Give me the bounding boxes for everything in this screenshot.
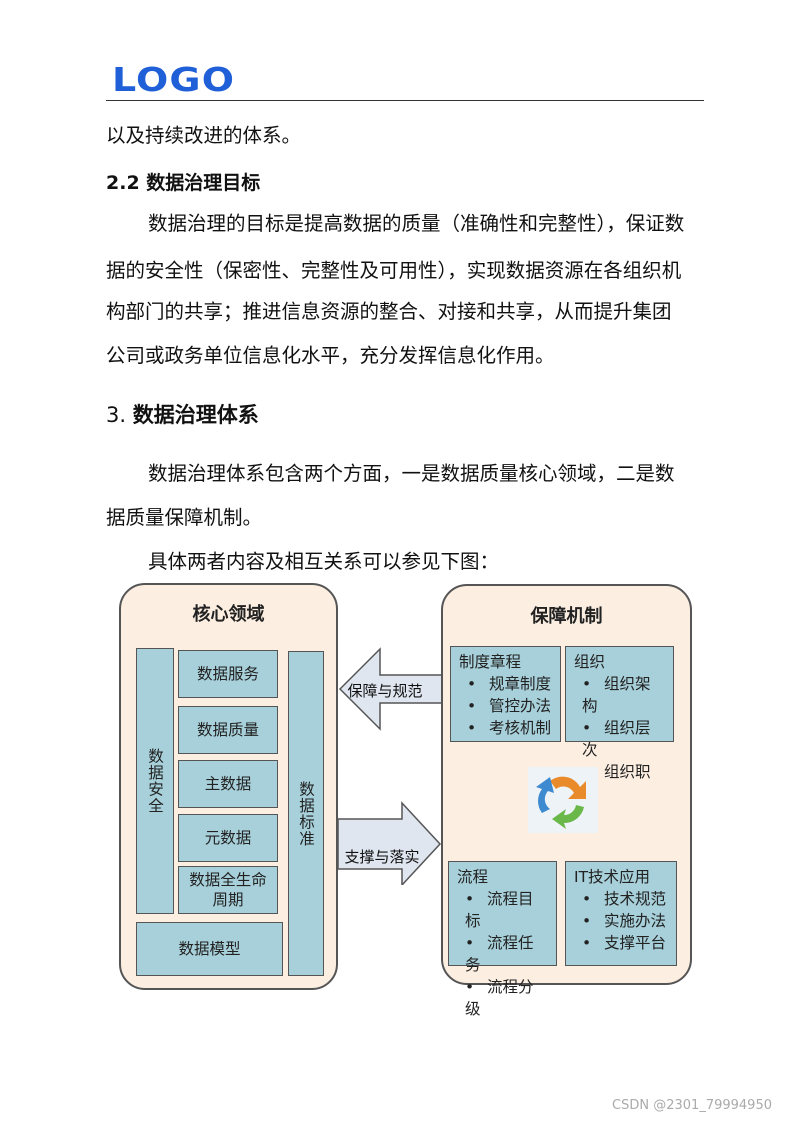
para1-line1: 数据治理的目标是提高数据的质量（准确性和完整性），保证数 bbox=[148, 212, 685, 235]
core-domain-title: 核心领域 bbox=[192, 604, 265, 625]
org-item: 组织层次 bbox=[574, 717, 665, 761]
meta-data-cell: 元数据 bbox=[178, 814, 278, 862]
logo: LOGO bbox=[112, 60, 236, 99]
section-heading-2-2: 2.2 数据治理目标 bbox=[106, 172, 261, 194]
para2-line1: 数据治理体系包含两个方面，一是数据质量核心领域，二是数 bbox=[148, 462, 675, 485]
data-quality-cell: 数据质量 bbox=[178, 706, 278, 754]
arrow-right-shape bbox=[337, 801, 442, 885]
cycle-arrows-icon bbox=[528, 767, 598, 833]
para1-line3: 构部门的共享；推进信息资源的整合、对接和共享，从而提升集团 bbox=[106, 300, 672, 323]
watermark: CSDN @2301_79994950 bbox=[612, 1098, 772, 1113]
para1-line4: 公司或政务单位信息化水平，充分发挥信息化作用。 bbox=[106, 344, 555, 367]
lifecycle-cell: 数据全生命周期 bbox=[178, 866, 278, 914]
master-data-cell: 主数据 bbox=[178, 760, 278, 808]
para3: 具体两者内容及相互关系可以参见下图： bbox=[148, 550, 500, 573]
org-item: 组织架构 bbox=[574, 673, 665, 717]
rules-item: 规章制度 bbox=[459, 673, 552, 695]
data-service-cell: 数据服务 bbox=[178, 650, 278, 698]
org-title: 组织 bbox=[574, 653, 606, 671]
it-item: 技术规范 bbox=[574, 888, 668, 910]
guarantee-title: 保障机制 bbox=[530, 606, 603, 627]
header-divider bbox=[106, 100, 704, 101]
process-item: 流程任务 bbox=[457, 932, 548, 976]
it-item: 支撑平台 bbox=[574, 932, 668, 954]
data-security-cell: 数据安全 bbox=[136, 648, 174, 914]
relation-arrows bbox=[337, 647, 443, 885]
data-model-cell: 数据模型 bbox=[136, 922, 283, 976]
org-box: 组织 组织架构 组织层次 组织职责 bbox=[565, 646, 674, 803]
text-line: 以及持续改进的体系。 bbox=[106, 124, 302, 147]
it-box: IT技术应用 技术规范 实施办法 支撑平台 bbox=[565, 861, 677, 966]
arrow-bottom-label: 支撑与落实 bbox=[344, 848, 420, 866]
data-standard-cell: 数据标准 bbox=[288, 651, 324, 976]
section-heading-3: 3. 数据治理体系 bbox=[106, 400, 259, 430]
heading-title: 数据治理体系 bbox=[132, 403, 259, 427]
arrow-top-label: 保障与规范 bbox=[347, 682, 423, 700]
heading-number: 3. bbox=[106, 403, 127, 427]
para2-line2: 据质量保障机制。 bbox=[106, 506, 263, 529]
it-item: 实施办法 bbox=[574, 910, 668, 932]
it-title: IT技术应用 bbox=[574, 868, 651, 886]
rules-title: 制度章程 bbox=[459, 653, 522, 671]
rules-item: 管控办法 bbox=[459, 695, 552, 717]
rules-item: 考核机制 bbox=[459, 717, 552, 739]
rules-box: 制度章程 规章制度 管控办法 考核机制 bbox=[450, 646, 561, 742]
process-title: 流程 bbox=[457, 868, 489, 886]
process-box: 流程 流程目标 流程任务 流程分级 bbox=[448, 861, 557, 1018]
process-item: 流程分级 bbox=[457, 976, 548, 1020]
para1-line2: 据的安全性（保密性、完整性及可用性），实现数据资源在各组织机 bbox=[106, 259, 682, 282]
process-item: 流程目标 bbox=[457, 888, 548, 932]
